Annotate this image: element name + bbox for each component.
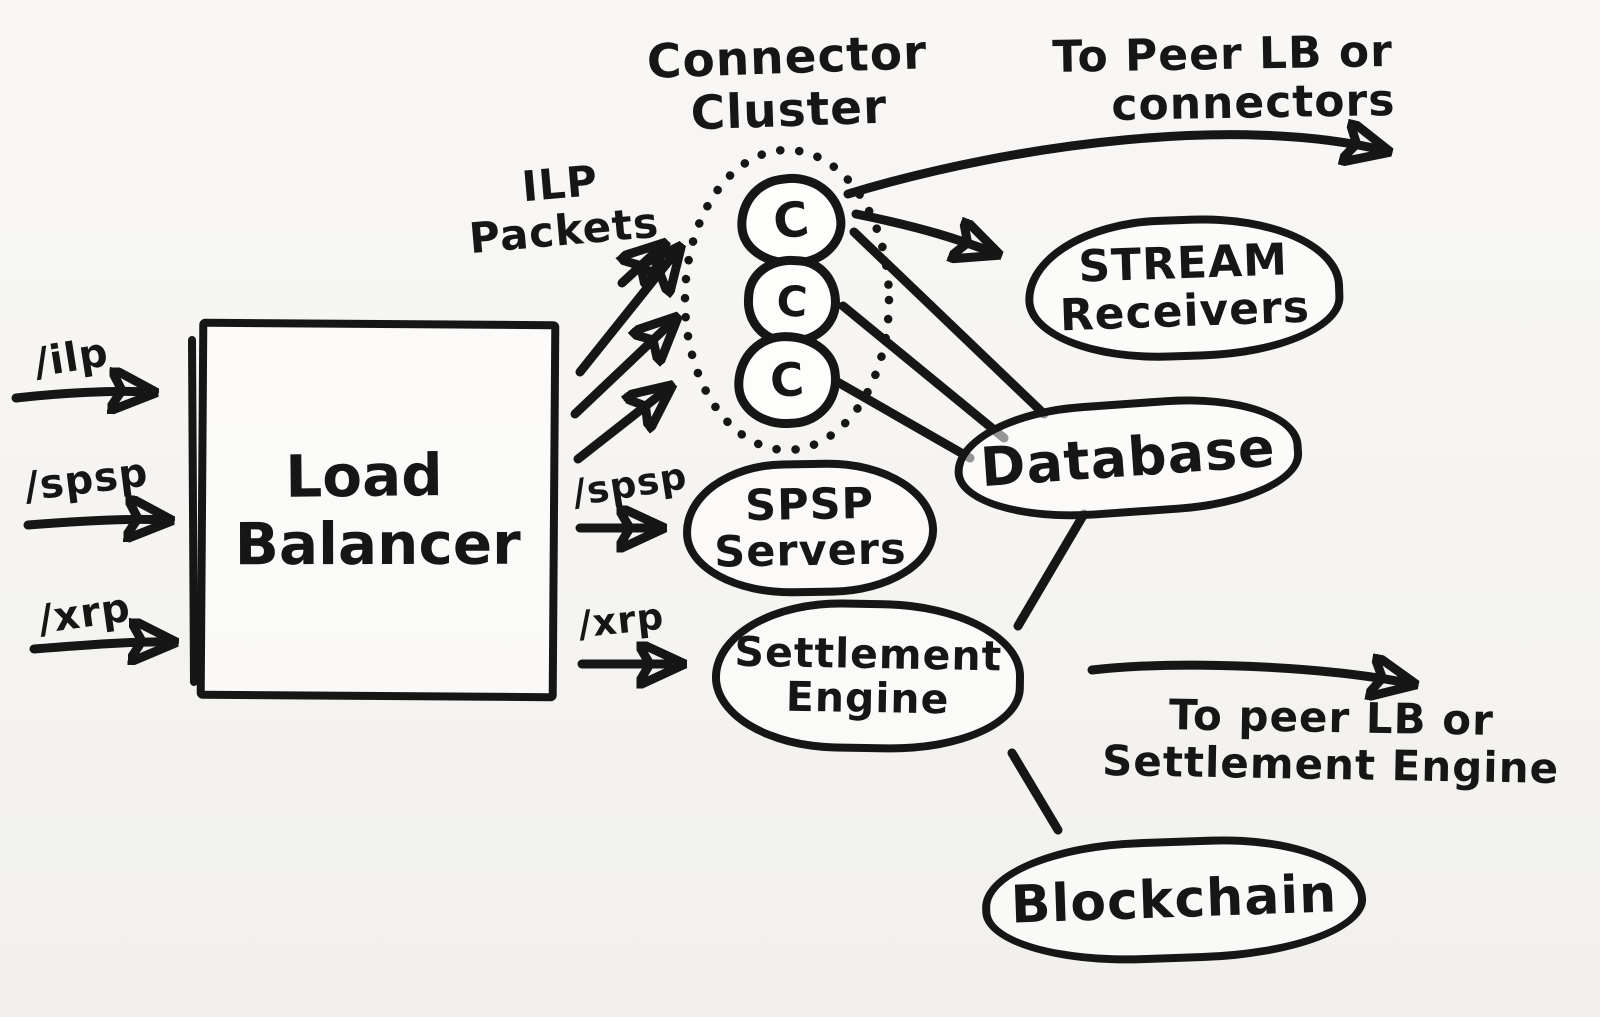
lb-to-spsp-label: /spsp — [569, 454, 691, 515]
connector-node-2-label: C — [775, 275, 809, 327]
load-balancer-node: Load Balancer — [196, 318, 560, 702]
edge-inbound-xrp — [29, 642, 168, 649]
connector-node-1-label: C — [770, 191, 812, 251]
settlement-engine-node: Settlement Engine — [710, 597, 1026, 755]
to-peer-connectors-line2: connectors — [1110, 75, 1396, 132]
connector-cluster-title: Connector Cluster — [636, 25, 939, 143]
spsp-servers-label-line2: Servers — [713, 524, 907, 578]
edge-lb-to-cluster-1 — [575, 252, 676, 377]
blockchain-label: Blockchain — [1009, 864, 1339, 936]
inbound-xrp-label: /xrp — [35, 584, 134, 644]
to-peer-settlement-line2: Settlement Engine — [1101, 736, 1560, 794]
inbound-spsp-label: /spsp — [21, 449, 151, 511]
edge-c3-to-database — [829, 375, 975, 463]
to-peer-settlement-label: To peer LB or Settlement Engine — [1095, 690, 1567, 794]
database-node: Database — [950, 388, 1306, 528]
connector-node-3-label: C — [768, 351, 806, 409]
settlement-engine-label-line1: Settlement — [734, 627, 1003, 681]
edge-settlement-to-blockchain — [1007, 748, 1063, 835]
blockchain-node: Blockchain — [979, 831, 1369, 969]
connector-cluster-title-line1: Connector — [645, 25, 929, 90]
edge-ilp-packets-pointer — [622, 248, 660, 283]
to-peer-connectors-label: To Peer LB or connectors — [1007, 26, 1439, 132]
spsp-servers-label-line1: SPSP — [744, 478, 875, 531]
connector-node-3: C — [730, 328, 844, 432]
lb-to-settlement-label: /xrp — [575, 594, 667, 647]
stream-receivers-label-line2: Receivers — [1058, 281, 1311, 342]
edge-lb-to-cluster-2 — [570, 322, 672, 419]
load-balancer-inner-edge — [188, 336, 198, 686]
edge-lb-to-cluster-3 — [573, 390, 666, 464]
database-label: Database — [978, 415, 1278, 500]
edge-settlement-to-peer — [1087, 665, 1408, 683]
connector-cluster-title-line2: Cluster — [689, 79, 889, 142]
edge-cluster-to-peer — [843, 135, 1382, 199]
load-balancer-label-line2: Balancer — [234, 509, 521, 579]
load-balancer-label-line1: Load — [285, 441, 444, 511]
settlement-engine-label-line2: Engine — [785, 672, 950, 724]
edge-database-to-settlement — [1013, 509, 1089, 631]
edge-c1-to-database — [849, 227, 1049, 419]
ilp-packets-label: ILP Packets — [458, 151, 665, 263]
spsp-servers-node: SPSP Servers — [681, 457, 939, 599]
edge-inbound-ilp — [11, 391, 148, 398]
stream-receivers-node: STREAM Receivers — [1022, 210, 1346, 366]
edge-inbound-spsp — [23, 519, 164, 525]
edge-cluster-to-stream — [851, 209, 992, 252]
inbound-ilp-label: /ilp — [30, 329, 112, 387]
edge-c2-to-database — [838, 301, 1009, 443]
to-peer-connectors-line1: To Peer LB or — [1051, 26, 1394, 83]
